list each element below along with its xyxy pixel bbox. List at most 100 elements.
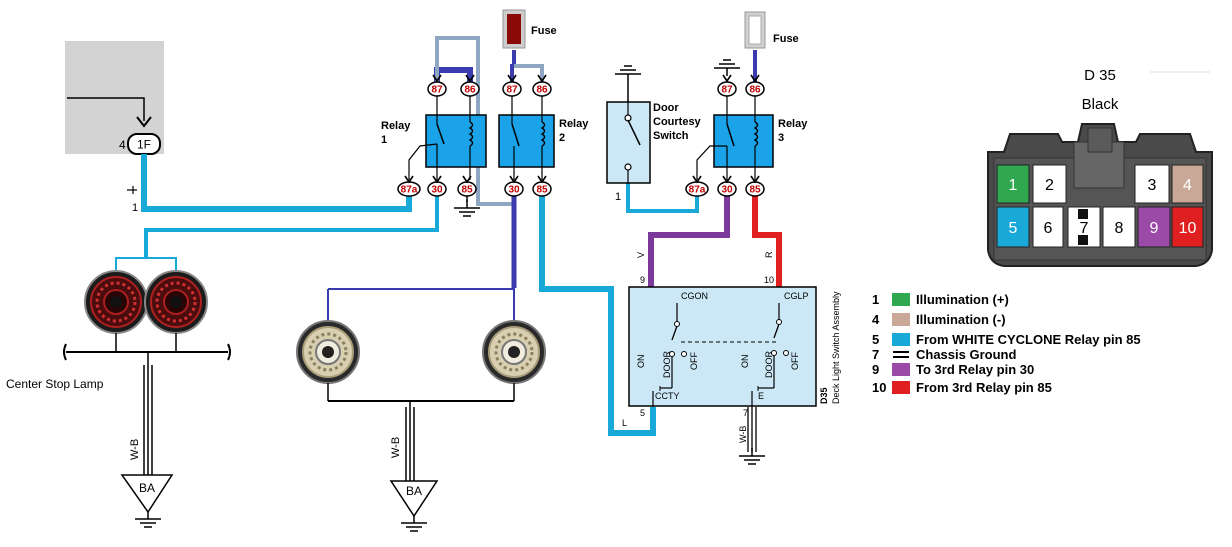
svg-text:30: 30: [508, 185, 520, 196]
connector-d35-subtitle: Black: [1082, 96, 1119, 113]
pin-87a-r3: 87a: [685, 181, 709, 197]
pin-85-r2: 85: [532, 181, 552, 197]
connector-cell-10: [1171, 206, 1204, 248]
ba-2-label: BA: [406, 484, 422, 498]
door-label-2: DOOR: [764, 350, 774, 378]
legend-item-5: 5 From WHITE CYCLONE Relay pin 85: [872, 331, 1141, 348]
connector-pin: 1: [132, 202, 138, 214]
pin-7-label: 7: [743, 408, 748, 418]
door-switch-label-1: Door: [653, 102, 679, 114]
connector-cell-label-2: 2: [1045, 177, 1054, 194]
off-label-1: OFF: [689, 352, 699, 370]
svg-text:86: 86: [536, 85, 548, 96]
pin-30-r2: 30: [504, 181, 524, 197]
legend-text: From 3rd Relay pin 85: [916, 380, 1052, 395]
connector-cell-8: [1102, 206, 1136, 248]
stop-lamp-left-icon: [83, 269, 149, 335]
legend-number: 10: [872, 380, 887, 395]
relay-3-ground-icon: [713, 59, 741, 77]
connector-cell-label-9: 9: [1150, 220, 1159, 237]
pin-5-label: 5: [640, 408, 645, 418]
relay-3-number: 3: [778, 132, 784, 144]
legend-number: 7: [872, 347, 880, 362]
relay-3: [696, 96, 774, 180]
legend-swatch: [892, 363, 910, 376]
switch-ground-icon: [738, 447, 766, 465]
wire-wb-2-label: W-B: [390, 437, 402, 458]
d35-side-label: D35: [819, 387, 829, 404]
e-terminal-label: E: [758, 391, 764, 401]
connector-id: 1F: [137, 138, 151, 152]
svg-text:85: 85: [461, 185, 473, 196]
connector-number: 4: [119, 138, 126, 152]
ba-1-label: BA: [139, 481, 155, 495]
legend-number: 5: [872, 332, 880, 347]
fuse-2-label: Fuse: [773, 33, 799, 45]
wire-l-label: L: [622, 418, 627, 428]
wire-relay3-30-to-cgon: [648, 194, 730, 288]
deck-light-switch-assembly: [628, 286, 817, 407]
legend-text: From WHITE CYCLONE Relay pin 85: [916, 332, 1141, 347]
connector-cell-label-1: 1: [1009, 177, 1018, 194]
off-label-2: OFF: [790, 352, 800, 370]
ba-ground-1: [120, 474, 174, 514]
relay-1-label: Relay: [381, 120, 411, 132]
connector-cell-label-4: 4: [1183, 177, 1192, 194]
lamp-left-icon: [295, 319, 361, 385]
relay-3-label: Relay: [778, 118, 808, 130]
connector-cell-label-7: 7: [1080, 220, 1089, 237]
relay-2: [498, 96, 555, 180]
legend-number: 1: [872, 292, 880, 307]
legend-swatch: [892, 313, 910, 326]
connector-cell-2: [1032, 164, 1067, 204]
relay-1-number: 1: [381, 134, 387, 146]
cgon-label: CGON: [681, 291, 708, 301]
connector-cell-label-6: 6: [1044, 220, 1053, 237]
pin-87-r1: 87: [427, 81, 447, 97]
svg-text:87: 87: [506, 85, 518, 96]
deck-light-switch-label: Deck Light Switch Assembly: [831, 291, 841, 404]
legend-item-10: 10 From 3rd Relay pin 85: [872, 379, 1052, 396]
ba-ground-2: [389, 480, 439, 518]
pin-30-r3: 30: [717, 181, 737, 197]
relay-2-label: Relay: [559, 118, 589, 130]
legend-swatch: [892, 381, 910, 394]
pin-9-label: 9: [640, 275, 645, 285]
fuse-1-label: Fuse: [531, 25, 557, 37]
connector-cell-6: [1032, 206, 1064, 248]
pin-10-label: 10: [764, 275, 774, 285]
svg-text:87: 87: [431, 85, 443, 96]
lamp-right-icon: [481, 319, 547, 385]
pin-86-r2: 86: [532, 81, 552, 97]
pin-87a-r1: 87a: [397, 181, 421, 197]
pin-85-r1: 85: [457, 181, 477, 197]
ccty-label: CCTY: [655, 391, 680, 401]
relay-2-number: 2: [559, 132, 565, 144]
connector-cell-9: [1137, 206, 1171, 248]
stop-lamp-right-icon: [143, 269, 209, 335]
connector-cell-3: [1134, 164, 1170, 204]
on-label-1: ON: [636, 355, 646, 369]
pin-86-r1: 86: [460, 81, 480, 97]
door-label-1: DOOR: [662, 350, 672, 378]
connector-cell-4: [1171, 164, 1204, 204]
cglp-label: CGLP: [784, 291, 809, 301]
wire-r-label: R: [764, 251, 774, 258]
fuse-2: [748, 15, 762, 45]
svg-text:87: 87: [721, 85, 733, 96]
pin-86-r3: 86: [745, 81, 765, 97]
legend-number: 4: [872, 312, 880, 327]
svg-text:30: 30: [431, 185, 443, 196]
connector-cell-label-3: 3: [1148, 177, 1157, 194]
svg-text:87a: 87a: [689, 185, 706, 196]
legend-text: Chassis Ground: [916, 347, 1017, 362]
pin-30-r1: 30: [427, 181, 447, 197]
connector-d35-title: D 35: [1084, 67, 1116, 84]
svg-text:87a: 87a: [401, 185, 418, 196]
wire-wb-1-label: W-B: [129, 439, 141, 460]
svg-text:30: 30: [721, 185, 733, 196]
wire-wb-3-label: W-B: [738, 426, 748, 443]
door-courtesy-switch: [606, 65, 651, 184]
wire-relay3-85-to-cglp: [752, 194, 782, 288]
